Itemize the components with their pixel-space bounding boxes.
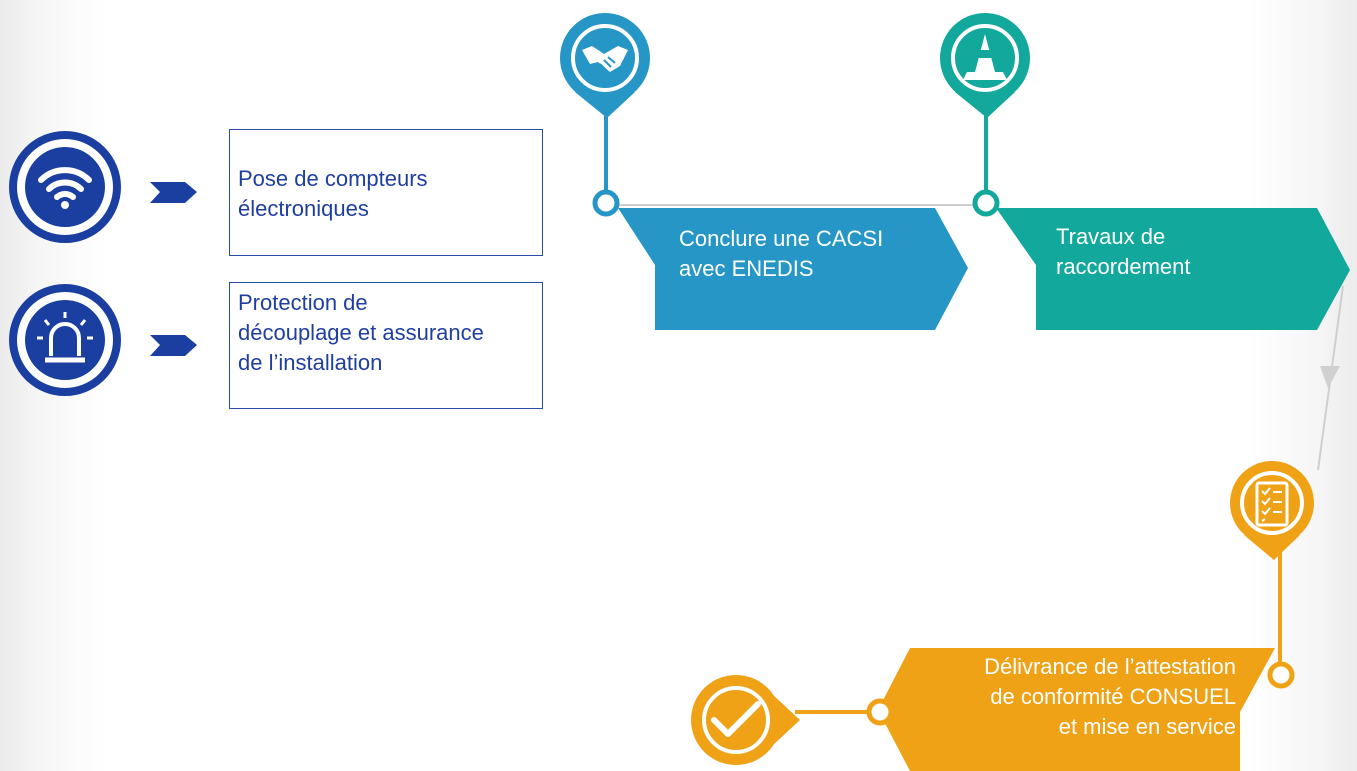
traffic-cone-icon [963,34,1007,80]
text-line: Conclure une CACSI [679,226,884,251]
pin-marker-blue [560,13,650,217]
text-line: Travaux de [1056,224,1166,249]
text-line: de l’installation [238,350,383,375]
text-line: et mise en service [1058,714,1236,739]
checkmark-icon [711,701,761,737]
chevron-right-icon [150,335,197,356]
step-banner-consuel [878,648,1275,771]
text-line: avec ENEDIS [679,256,814,281]
chevron-right-icon [150,182,197,203]
text-line: électroniques [238,196,369,221]
text-line: de conformité CONSUEL [990,684,1236,709]
left-circle-1 [9,131,121,243]
text-line: raccordement [1056,254,1191,279]
text-line: Pose de compteurs [238,166,428,191]
handshake-icon [582,46,628,72]
step-label-consuel: Délivrance de l’attestation de conformit… [908,652,1236,742]
connector-arrowhead [1320,366,1340,388]
step-banner-cacsi [618,208,968,330]
text-line: Délivrance de l’attestation [984,654,1236,679]
text-line: Protection de [238,290,368,315]
wifi-icon [38,167,92,209]
step-label-cacsi: Conclure une CACSI avec ENEDIS [679,224,883,284]
step-label-raccordement: Travaux de raccordement [1056,222,1191,282]
checklist-icon [1255,481,1289,527]
step-banner-raccordement [996,208,1350,330]
final-marker [691,675,894,765]
text-box-compteurs: Pose de compteurs électroniques [229,129,543,256]
text-line: découplage et assurance [238,320,484,345]
pin-marker-orange [1230,461,1314,689]
siren-icon [37,312,93,363]
text-box-protection: Protection de découplage et assurance de… [229,282,543,409]
